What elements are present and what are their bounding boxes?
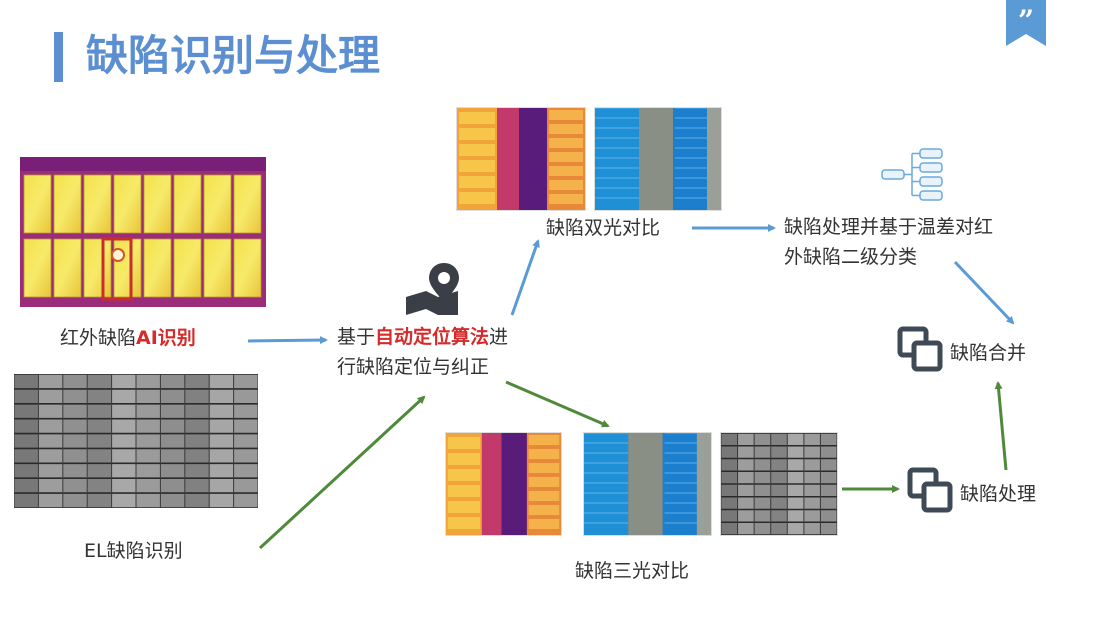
arrow-process-to-merge (994, 381, 1008, 471)
el-recognition-label: EL缺陷识别 (84, 540, 183, 562)
ir-recognition-label: 红外缺陷AI识别 (60, 323, 196, 353)
ir-label-highlight: AI识别 (136, 327, 196, 349)
dual-compare-label: 缺陷双光对比 (546, 217, 661, 239)
page-title: 缺陷识别与处理 (86, 31, 381, 80)
ir-label-prefix: 红外缺陷 (60, 327, 137, 349)
dual-thermal-image (456, 107, 586, 211)
locate-suffix: 进 (489, 326, 509, 348)
title-accent-bar (54, 32, 63, 82)
triple-thermal-image (445, 432, 562, 536)
locate-prefix: 基于 (337, 326, 376, 348)
temp-classify-line1: 缺陷处理并基于温差对红 (784, 216, 994, 238)
triple-compare-label: 缺陷三光对比 (575, 560, 690, 582)
merge-squares-icon (897, 326, 943, 372)
locate-line2: 行缺陷定位与纠正 (337, 356, 490, 378)
el-panel-image (14, 374, 258, 508)
triple-visible-image (583, 432, 712, 536)
locate-label: 基于自动定位算法进 行缺陷定位与纠正 (337, 322, 508, 382)
quote-icon: ” (1006, 0, 1046, 46)
svg-text:”: ” (1018, 4, 1034, 37)
tree-diagram-icon (881, 148, 943, 201)
arrow-locate-to-dual (510, 239, 540, 316)
arrow-el-to-locate (258, 395, 426, 550)
arrow-classify-to-merge (953, 260, 1015, 325)
arrow-locate-to-triple (505, 380, 610, 428)
ir-panel-image (20, 157, 266, 307)
temp-classify-line2: 外缺陷二级分类 (784, 246, 918, 268)
temp-classify-label: 缺陷处理并基于温差对红 外缺陷二级分类 (784, 212, 993, 272)
map-pin-icon (406, 263, 459, 315)
arrow-ir-to-locate (247, 336, 328, 345)
locate-highlight: 自动定位算法 (375, 326, 490, 348)
process-squares-icon (907, 467, 953, 513)
triple-el-image (720, 432, 838, 536)
dual-visible-image (594, 107, 722, 211)
merge-label: 缺陷合并 (950, 342, 1027, 364)
process-label: 缺陷处理 (960, 483, 1037, 505)
